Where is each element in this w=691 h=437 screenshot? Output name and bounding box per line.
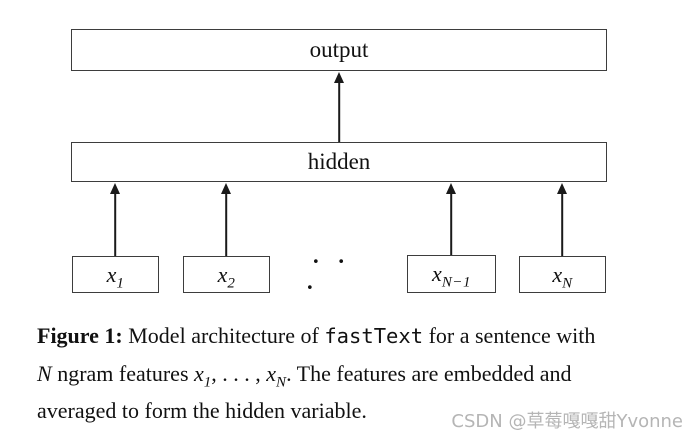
caption-text: averaged to form the hidden variable. <box>37 398 367 423</box>
arrow-shaft <box>338 80 340 142</box>
arrow-head <box>446 183 456 194</box>
arrow-shaft <box>225 191 227 256</box>
arrow-x1-to-hidden <box>110 183 120 256</box>
arrow-xn-1-to-hidden <box>446 183 456 256</box>
output-box: output <box>71 29 607 71</box>
arrow-head <box>334 72 344 83</box>
input-box-x1: x1 <box>72 256 159 293</box>
input-box-xn: xN <box>519 256 606 293</box>
fasttext-code: fastText <box>324 324 424 348</box>
caption-line-1: Figure 1: Model architecture of fastText… <box>37 317 657 355</box>
hidden-label: hidden <box>307 149 371 174</box>
input-label-base: x <box>552 261 563 287</box>
arrow-head <box>557 183 567 194</box>
input-label-base: x <box>432 261 442 286</box>
caption-line-3: averaged to form the hidden variable. <box>37 392 657 429</box>
caption-text: , . . . , <box>211 361 267 386</box>
arrow-x2-to-hidden <box>221 183 231 256</box>
arrow-head <box>221 183 231 194</box>
input-box-x2: x2 <box>183 256 270 293</box>
arrow-shaft <box>561 191 563 256</box>
input-label-sub: N <box>562 274 573 291</box>
input-label-sub: N−1 <box>441 274 471 291</box>
arrow-xn-to-hidden <box>557 183 567 256</box>
arrow-shaft <box>114 191 116 256</box>
input-label-xn: xN <box>552 261 573 291</box>
math-sub: N <box>276 374 287 391</box>
ellipsis: · · · <box>306 249 352 300</box>
arrow-shaft <box>450 191 452 256</box>
caption-text: . The features are embedded and <box>286 361 572 386</box>
input-label-x2: x2 <box>217 261 236 291</box>
math-n: N <box>37 361 52 386</box>
output-label: output <box>309 37 369 62</box>
figure-number-label: Figure 1: <box>37 323 123 348</box>
input-box-xn-1: xN−1 <box>407 255 496 293</box>
input-label-sub: 1 <box>116 274 125 291</box>
input-label-base: x <box>217 261 228 287</box>
caption-line-2: N ngram features x1, . . . , xN. The fea… <box>37 355 657 392</box>
math-x: x <box>194 361 204 386</box>
input-label-base: x <box>106 261 117 287</box>
arrow-hidden-to-output <box>334 72 344 142</box>
input-label-x1: x1 <box>106 261 125 291</box>
figure-caption: Figure 1: Model architecture of fastText… <box>37 317 657 429</box>
caption-text: for a sentence with <box>423 323 596 348</box>
hidden-box: hidden <box>71 142 607 182</box>
caption-text: ngram features <box>51 361 195 386</box>
arrow-head <box>110 183 120 194</box>
input-label-xn-1: xN−1 <box>432 261 471 291</box>
math-x: x <box>266 361 277 386</box>
math-sub: 1 <box>203 374 212 391</box>
caption-text: Model architecture of <box>122 323 325 348</box>
watermark: CSDN @草莓嘎嘎甜Yvonne <box>451 411 683 432</box>
input-label-sub: 2 <box>227 274 236 291</box>
